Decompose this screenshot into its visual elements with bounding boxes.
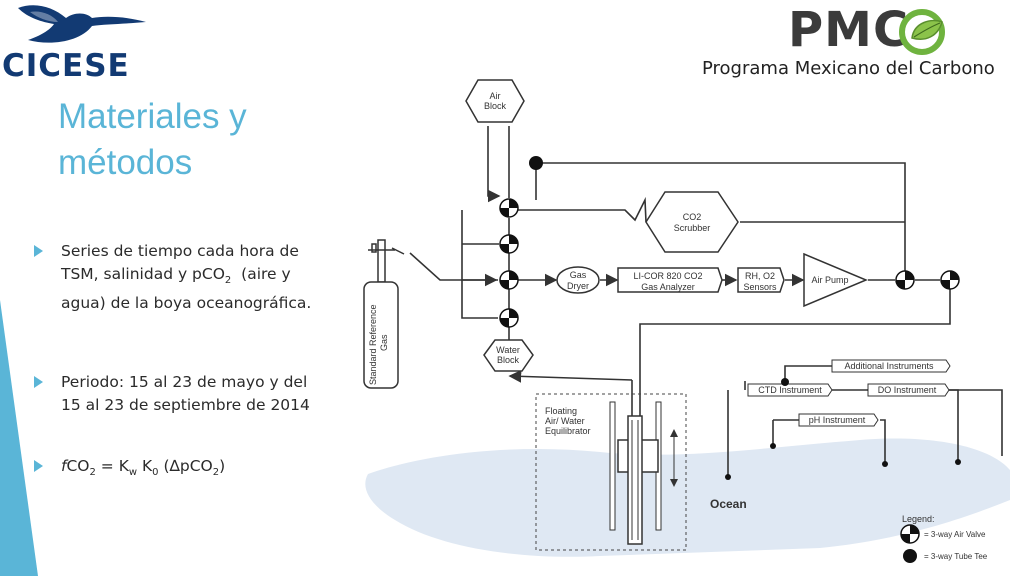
- co2-scrubber-line-2: Scrubber: [674, 223, 711, 233]
- licor-line-1: LI-COR 820 CO2: [633, 271, 702, 281]
- formula-eq: = K: [95, 457, 129, 476]
- do-label: DO Instrument: [878, 385, 937, 395]
- instruments: Additional Instruments CTD Instrument DO…: [725, 359, 961, 480]
- formula-co: CO: [66, 457, 90, 476]
- subscript: 0: [152, 467, 159, 479]
- licor-line-2: Gas Analyzer: [641, 282, 695, 292]
- air-valve: [499, 270, 519, 290]
- title-line-1: Materiales y: [58, 97, 247, 136]
- gas-dryer: Gas Dryer: [556, 266, 600, 294]
- gas-dryer-line-2: Dryer: [567, 281, 589, 291]
- flow-lines: [409, 126, 1003, 476]
- air-block-line-2: Block: [484, 101, 507, 111]
- subscript: 2: [212, 467, 220, 479]
- ph-label: pH Instrument: [809, 415, 866, 425]
- air-valve: [895, 270, 915, 290]
- air-pump: Air Pump: [803, 252, 868, 308]
- bullet-1-line-2b: (aire y: [231, 265, 291, 283]
- bullet-2-line-2: 15 al 23 de septiembre de 2014: [61, 396, 310, 415]
- cicese-wordmark: CICESE: [2, 48, 130, 84]
- pelican-icon: [18, 5, 146, 43]
- tube-tee: [529, 156, 543, 170]
- ocean-label: Ocean: [710, 497, 747, 511]
- slide-title: Materiales y métodos: [58, 94, 358, 186]
- rh-line-2: Sensors: [743, 282, 777, 292]
- bullet-1-line-2a: TSM, salinidad y pCO: [61, 265, 225, 283]
- formula-dp: (∆pCO: [158, 457, 213, 476]
- bullet-1-line-1: Series de tiempo cada hora de: [61, 242, 299, 260]
- co2-scrubber: CO2 Scrubber: [645, 191, 739, 253]
- water-block-line-2: Block: [497, 355, 520, 365]
- leaf-icon: [899, 9, 945, 55]
- diagram-legend: Legend: = 3-way Air Valve = 3-way Tube T…: [900, 514, 988, 563]
- bullet-1-line-3: agua) de la boya oceanográfica.: [61, 294, 312, 313]
- subscript: 2: [224, 275, 232, 287]
- additional-label: Additional Instruments: [844, 361, 934, 371]
- rh-line-1: RH, O2: [745, 271, 775, 281]
- bullet-2-line-1: Periodo: 15 al 23 de mayo y del: [61, 373, 308, 392]
- ocean-area: [365, 438, 1011, 557]
- air-valve: [499, 308, 519, 328]
- legend-valve: = 3-way Air Valve: [924, 530, 986, 539]
- equilibrator-line-3: Equilibrator: [545, 426, 591, 436]
- gas-label-line-2: Gas: [379, 334, 389, 351]
- bullet-time-series: Series de tiempo cada hora de TSM, salin…: [34, 240, 344, 315]
- system-diagram: Ocean Air Block: [363, 79, 1011, 563]
- co2-scrubber-line-1: CO2: [683, 212, 702, 222]
- air-valve: [499, 234, 519, 254]
- bullet-period: Periodo: 15 al 23 de mayo y del 15 al 23…: [34, 371, 344, 417]
- bullet-list: Series de tiempo cada hora de TSM, salin…: [34, 240, 344, 484]
- bullet-arrow-icon: [34, 460, 43, 473]
- air-valve: [499, 198, 519, 218]
- gas-cylinder: Standard Reference Gas: [363, 239, 405, 389]
- bullet-arrow-icon: [34, 245, 43, 257]
- legend-tee: = 3-way Tube Tee: [924, 552, 988, 561]
- cicese-logo: CICESE: [0, 0, 160, 84]
- equilibrator-line-2: Air/ Water: [545, 416, 585, 426]
- pmc-wordmark: PMC: [788, 2, 910, 58]
- pmc-subtitle: Programa Mexicano del Carbono: [702, 58, 995, 79]
- air-block-line-1: Air: [490, 91, 501, 101]
- equilibrator: Floating Air/ Water Equilibrator: [535, 393, 687, 551]
- bullet-formula: fCO2 = Kw K0 (∆pCO2): [34, 455, 344, 484]
- formula-close: ): [219, 457, 226, 476]
- water-block-line-1: Water: [496, 345, 520, 355]
- licor-analyzer: LI-COR 820 CO2 Gas Analyzer: [617, 267, 723, 293]
- subscript: w: [128, 467, 138, 479]
- gas-label-line-1: Standard Reference: [368, 304, 378, 385]
- equilibrator-line-1: Floating: [545, 406, 577, 416]
- formula-k0: K: [137, 457, 153, 476]
- gas-dryer-line-1: Gas: [570, 270, 587, 280]
- legend-title: Legend:: [902, 514, 935, 524]
- subscript: 2: [89, 467, 96, 479]
- air-valve: [940, 270, 960, 290]
- title-line-2: métodos: [58, 143, 193, 182]
- ctd-label: CTD Instrument: [758, 385, 822, 395]
- bullet-arrow-icon: [34, 376, 43, 389]
- pmc-logo: PMC Programa Mexicano del Carbono: [692, 2, 1022, 82]
- water-block: Water Block: [483, 339, 534, 372]
- air-pump-label: Air Pump: [811, 275, 848, 285]
- rh-o2-sensors: RH, O2 Sensors: [737, 267, 785, 293]
- formula-f: f: [61, 457, 67, 476]
- accent-bar: [0, 300, 38, 576]
- air-block: Air Block: [465, 79, 525, 123]
